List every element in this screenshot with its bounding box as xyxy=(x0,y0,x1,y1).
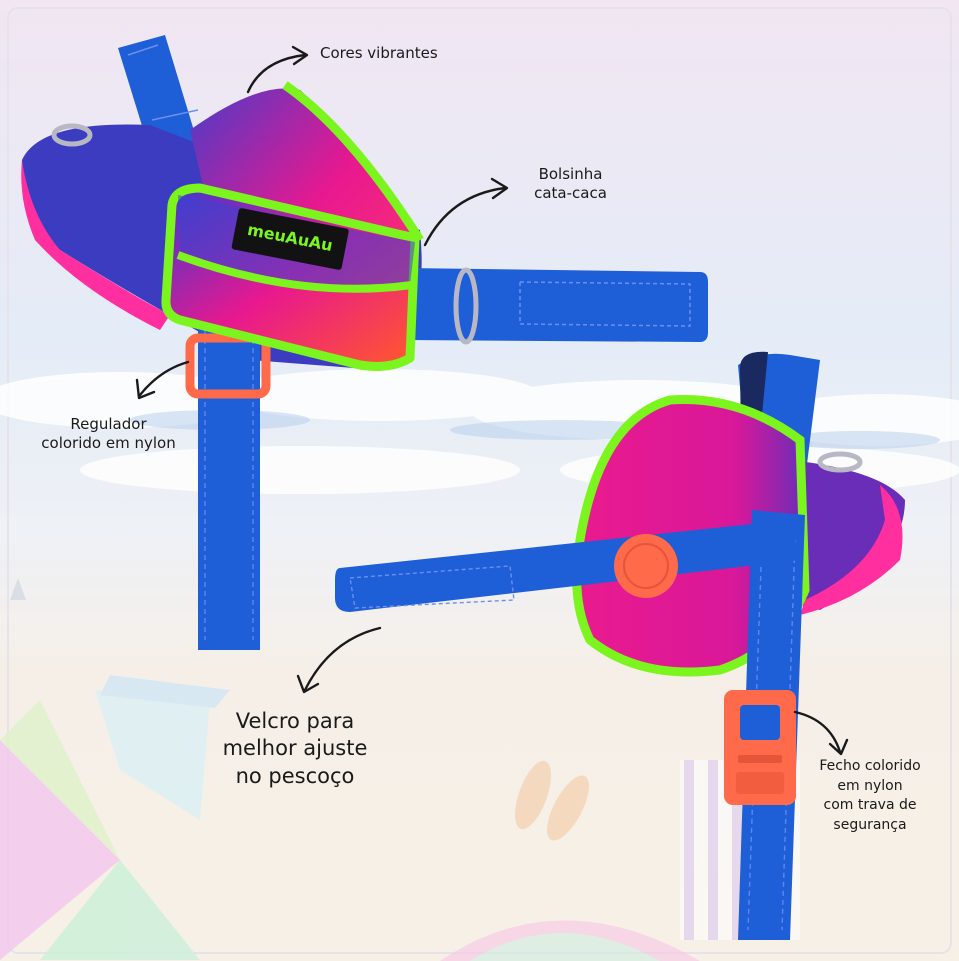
regulator-icon xyxy=(185,333,271,399)
d-ring-icon xyxy=(453,267,479,345)
arrow-icon xyxy=(246,45,309,94)
arrow-icon xyxy=(423,177,509,247)
buckle-icon xyxy=(724,690,796,805)
arrow-icon xyxy=(793,710,849,756)
callout-velcro: Velcro para melhor ajuste no pescoço xyxy=(222,709,368,788)
arrow-icon xyxy=(296,626,382,694)
callout-bolsinha: Bolsinha cata-caca xyxy=(534,165,607,202)
callout-cores-vibrantes: Cores vibrantes xyxy=(320,44,438,62)
beach-umbrella-icon xyxy=(0,675,230,960)
arrow-icon xyxy=(135,360,190,400)
callout-regulador: Regulador colorido em nylon xyxy=(41,415,176,452)
callout-fecho: Fecho colorido em nylon com trava de seg… xyxy=(819,758,921,833)
flip-flops-icon xyxy=(514,760,589,841)
